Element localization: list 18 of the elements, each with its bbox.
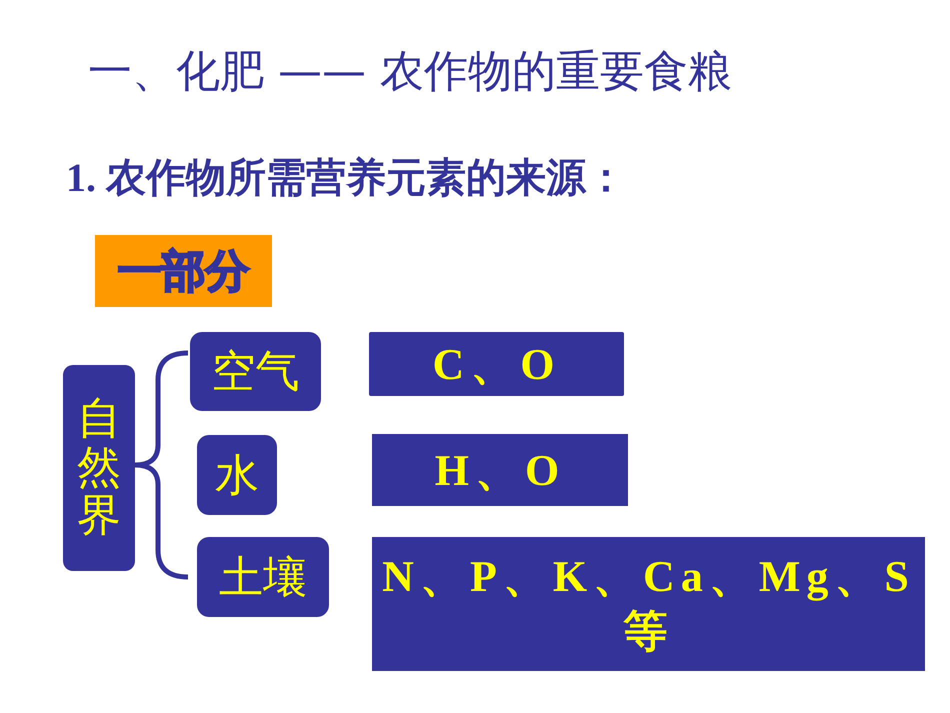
node-label: 空气: [212, 345, 300, 399]
node-label: H、O: [434, 444, 566, 496]
tag-box: [95, 235, 272, 307]
node-label: C、O: [432, 338, 562, 390]
node-label: 水: [215, 448, 259, 502]
node-label: N、P、K、Ca、Mg、S等: [381, 551, 916, 658]
source-box: [197, 435, 277, 515]
element-box: [369, 332, 624, 396]
subtitle: 1. 农作物所需营养元素的来源：: [66, 154, 626, 202]
source-box: [197, 537, 329, 617]
node-label: 自然界: [77, 395, 121, 541]
title: 一、化肥 —— 农作物的重要食粮: [88, 45, 732, 99]
source-box: [190, 332, 321, 411]
node-label: 一部分: [118, 244, 250, 298]
category-box: [63, 365, 135, 571]
node-label: 土壤: [219, 550, 307, 604]
element-box: [372, 537, 925, 671]
element-box: [372, 434, 628, 506]
